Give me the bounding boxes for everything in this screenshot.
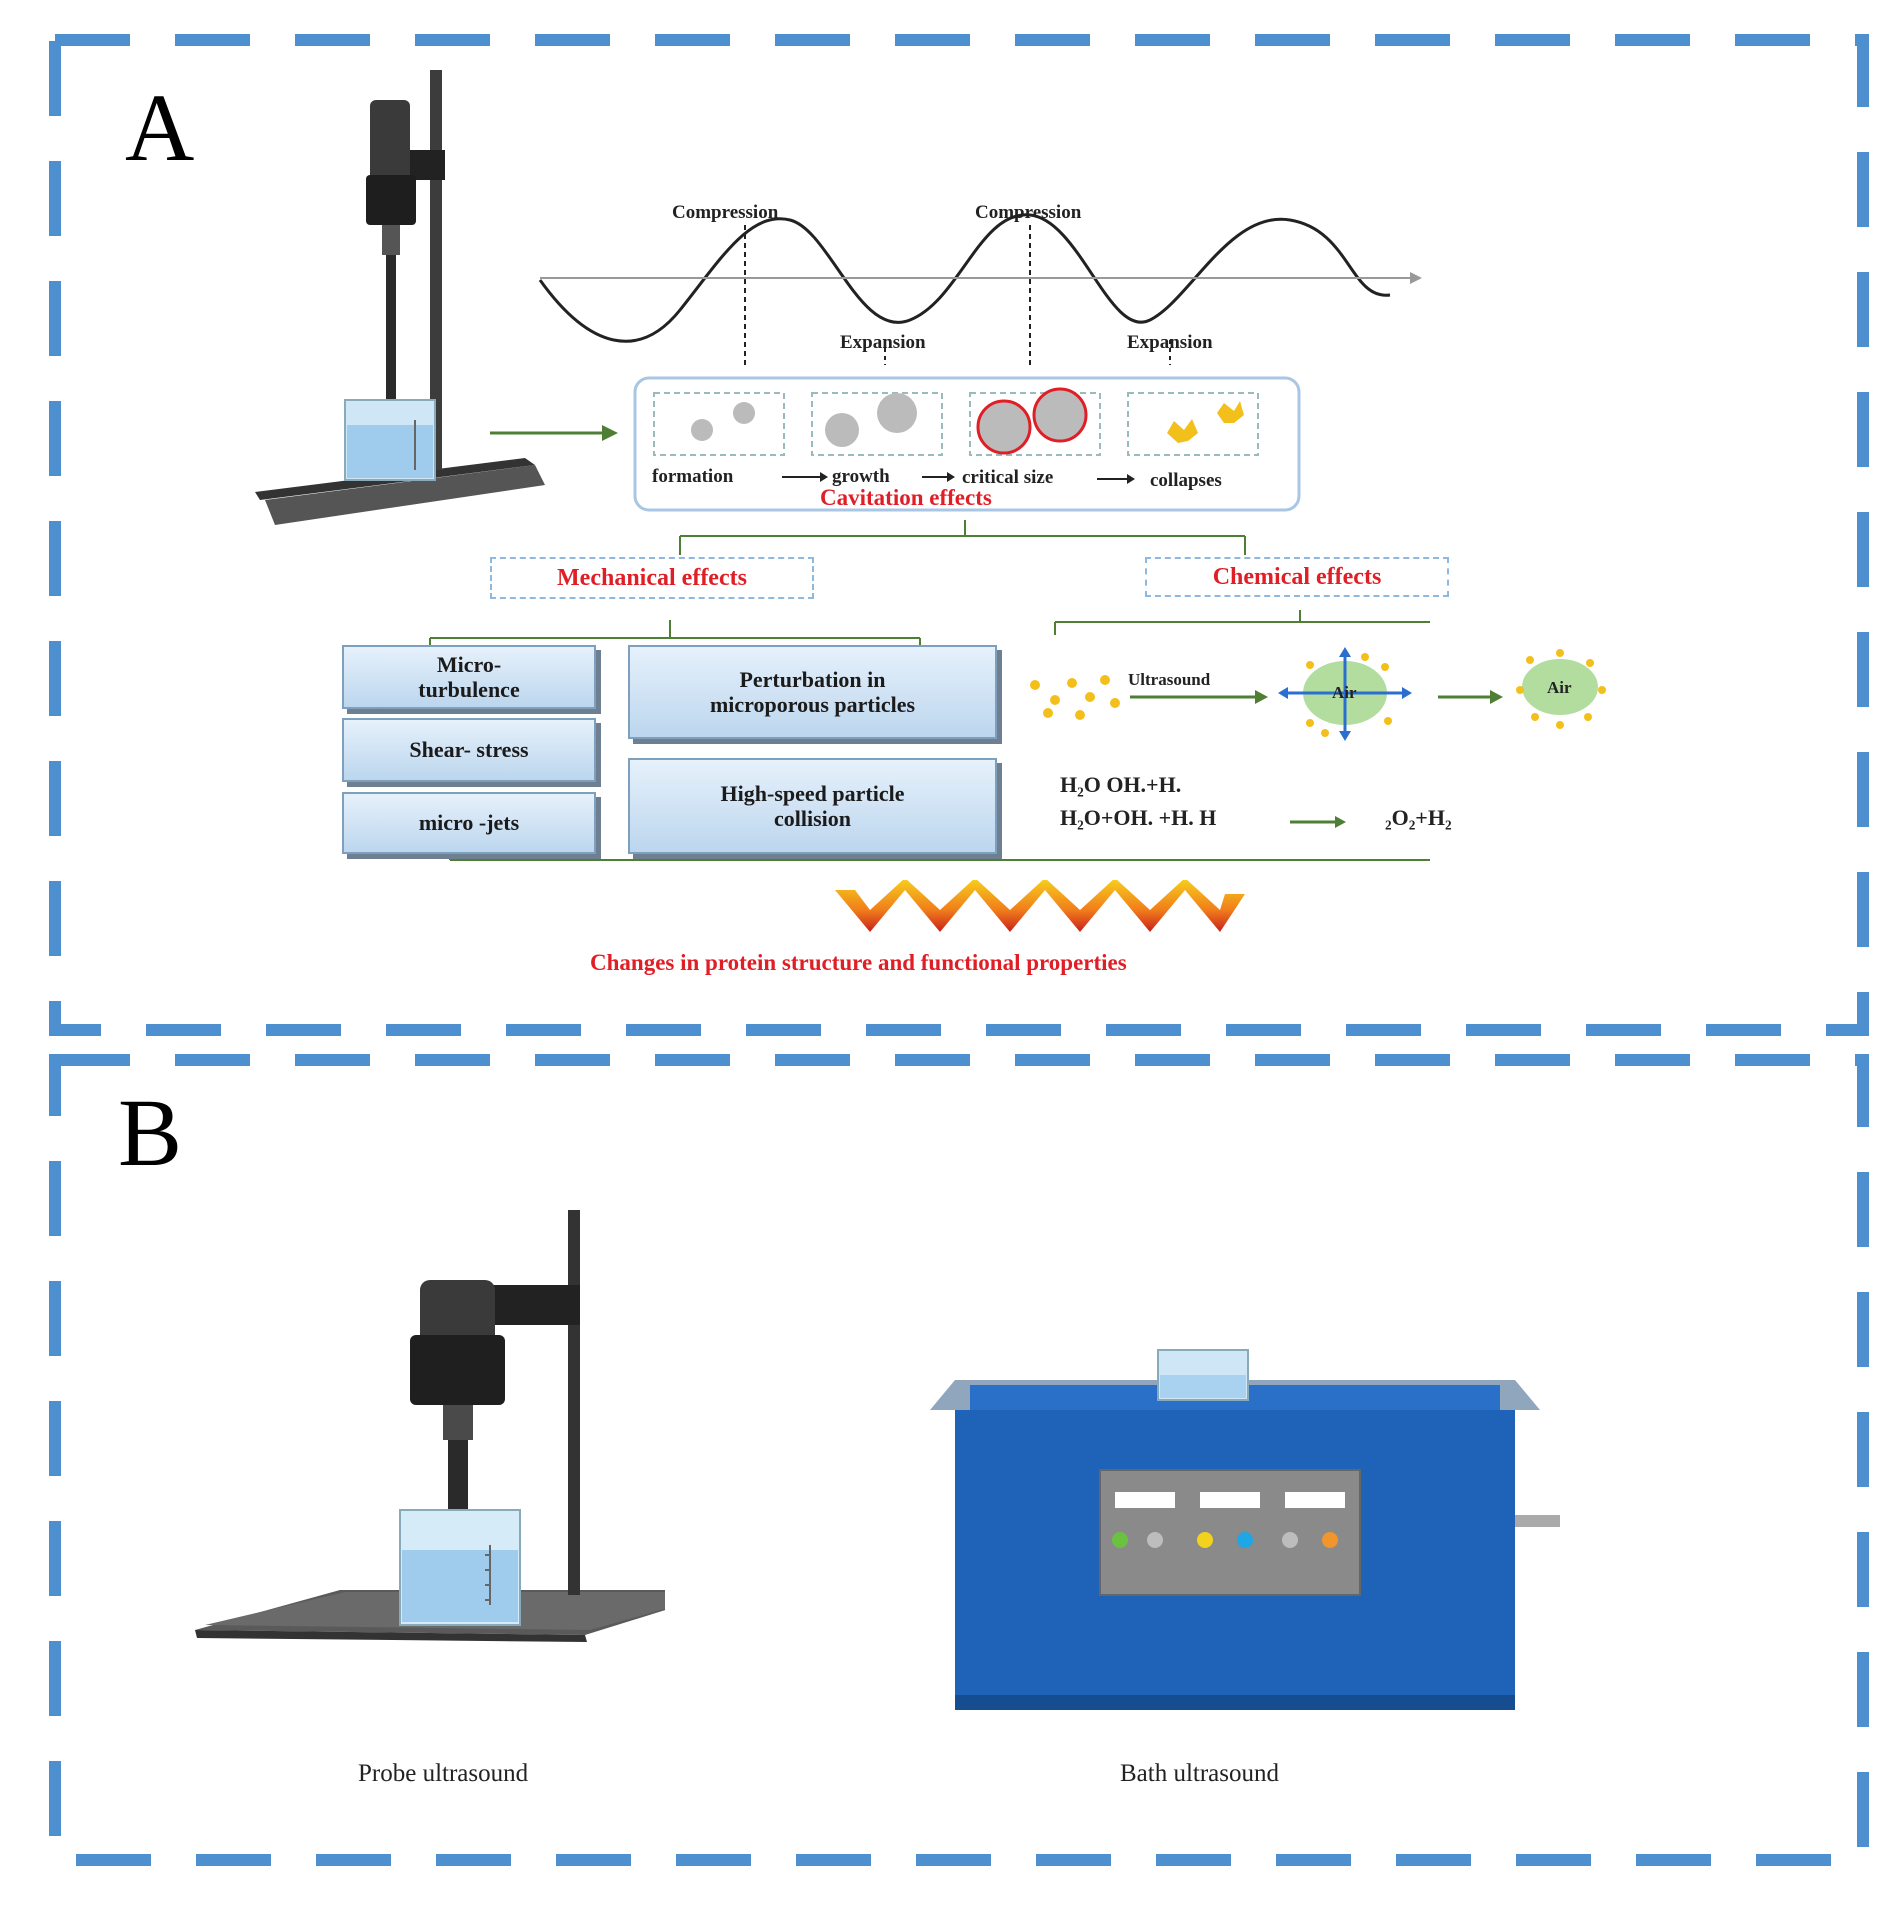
micro-jets-box: micro -jets [342,792,596,854]
expansion-label-1: Expansion [840,332,926,353]
mechanical-effects-title: Mechanical effects [557,564,747,591]
shear-stress-box: Shear- stress [342,718,596,782]
process-arrow [490,425,618,441]
chemical-equation-1: H₂O OH.+H. [1060,772,1182,797]
panel-a-border [49,34,1869,1036]
stage-collapses: collapses [1150,470,1222,491]
equation-arrow [1290,816,1346,828]
cavitation-stages-box [633,376,1301,512]
probe-sonicator-illustration-a [255,70,545,525]
compression-label-2: Compression [975,202,1082,223]
compression-label-1: Compression [672,202,779,223]
high-speed-collision-box: High-speed particle collision [628,758,997,854]
chemical-effects-title: Chemical effects [1212,563,1382,590]
panel-b-border [49,1054,1869,1866]
expansion-label-2: Expansion [1127,332,1213,353]
stage-growth: growth [832,466,890,487]
ultrasound-label: Ultrasound [1128,670,1211,689]
chemical-effects-illustration [1030,647,1606,741]
bath-ultrasound-caption: Bath ultrasound [1120,1760,1280,1787]
air-label-2: Air [1547,678,1572,697]
chemical-effects-box: Chemical effects [1145,557,1449,597]
probe-sonicator-illustration-b [195,1210,665,1642]
cavitation-effects-title: Cavitation effects [820,485,992,510]
air-label-1: Air [1332,683,1357,702]
chemical-equation-2: H₂O+OH. +H. H [1060,805,1217,830]
mechanical-effects-box: Mechanical effects [490,557,814,599]
bath-sonicator-illustration [930,1349,1560,1710]
stage-formation: formation [652,466,734,487]
wavy-arrow-band [835,880,1245,932]
probe-ultrasound-caption: Probe ultrasound [358,1760,529,1787]
effects-tree-lines [429,520,1430,861]
stage-critical-size: critical size [962,467,1054,488]
ultrasound-wave [538,213,1422,365]
micro-turbulence-box: Micro- turbulence [342,645,596,709]
panel-a-letter: A [125,74,195,181]
protein-changes-result: Changes in protein structure and functio… [590,950,1127,975]
chemical-equation-3: ₂O₂+H₂ [1385,805,1452,830]
panel-b-letter: B [118,1079,183,1186]
perturbation-box: Perturbation in microporous particles [628,645,997,739]
